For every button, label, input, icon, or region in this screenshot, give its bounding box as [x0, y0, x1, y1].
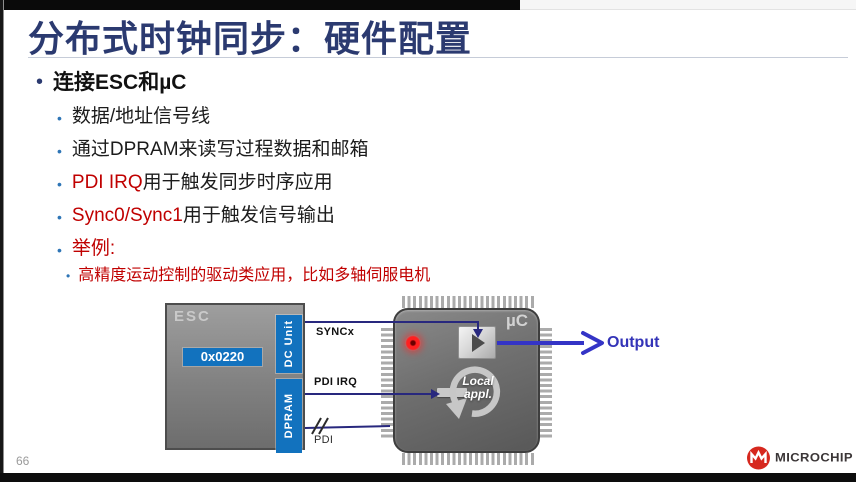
- microchip-logo-icon: [747, 446, 770, 470]
- uc-chip-label: µC: [506, 311, 529, 330]
- bullet-item: • 通过DPRAM来读写过程数据和邮箱: [57, 139, 369, 162]
- letterbox-top-bar: [0, 0, 520, 10]
- bullet-text: 数据/地址信号线: [71, 106, 211, 127]
- bus-width-slashes: [311, 417, 329, 435]
- bullet-marker: •: [57, 110, 62, 126]
- bullet-marker: •: [66, 269, 71, 283]
- frame-left-edge: [0, 0, 4, 482]
- syncx-signal-label: SYNCx: [316, 326, 355, 338]
- chip-pins-left: [381, 328, 393, 438]
- dpram-block: DPRAM: [276, 379, 302, 453]
- bullet-item: • Sync0/Sync1用于触发信号输出: [57, 205, 335, 228]
- play-triangle-icon: [472, 334, 485, 352]
- bullet-text: 用于触发同步时序应用: [142, 172, 333, 193]
- letterbox-top-light-strip: [520, 0, 856, 10]
- bullet-subitem-text: 高精度运动控制的驱动类应用，比如多轴伺服电机: [78, 267, 431, 284]
- dc-unit-block: DC Unit: [276, 315, 302, 373]
- letterbox-bottom-bar: [0, 473, 856, 482]
- bullet-item: • 举例:: [57, 238, 115, 261]
- bullet-marker: •: [57, 176, 62, 192]
- microchip-logo: Microchip: [745, 444, 853, 471]
- bullet-item: • 数据/地址信号线: [57, 106, 210, 129]
- bullet-text: 用于触发信号输出: [182, 205, 335, 226]
- pdi-signal-label: PDI: [314, 434, 334, 446]
- pdi-line: [304, 425, 391, 429]
- output-arrowhead-icon: [581, 331, 604, 355]
- laser-pointer-dot: [405, 335, 421, 351]
- chip-pins-top: [402, 296, 534, 308]
- pdi-irq-signal-label: PDI IRQ: [314, 376, 358, 388]
- chip-pins-bottom: [402, 453, 534, 465]
- bullet-highlight: PDI IRQ: [71, 172, 143, 193]
- loop-arrow-icon: [446, 366, 501, 419]
- interrupt-latch-icon: [458, 326, 496, 359]
- bullet-marker: •: [36, 71, 44, 93]
- slide-title: 分布式时钟同步：硬件配置: [28, 18, 473, 59]
- page-number: 66: [16, 454, 30, 468]
- bullet-highlight: 举例:: [71, 238, 116, 259]
- esc-block-label: ESC: [174, 308, 211, 325]
- bullet-highlight: Sync0/Sync1: [71, 205, 183, 226]
- bullet-text: 通过DPRAM来读写过程数据和邮箱: [71, 139, 369, 160]
- bullet-level1: • 连接ESC和µC: [36, 71, 186, 95]
- bullet-subitem: • 高精度运动控制的驱动类应用，比如多轴伺服电机: [66, 266, 430, 285]
- bullet-marker: •: [57, 242, 62, 258]
- dc-unit-label: DC Unit: [283, 320, 295, 368]
- bullet-marker: •: [57, 209, 62, 225]
- output-label: Output: [607, 334, 660, 351]
- register-box: 0x0220: [183, 348, 262, 366]
- bullet-level1-text: 连接ESC和µC: [53, 71, 187, 94]
- bullet-marker: •: [57, 143, 62, 159]
- bullet-item: • PDI IRQ用于触发同步时序应用: [57, 172, 333, 195]
- dpram-label: DPRAM: [283, 393, 295, 439]
- local-app-label: Local appl.: [462, 374, 494, 402]
- title-underline: [28, 57, 848, 58]
- chip-pins-right: [540, 328, 552, 438]
- microchip-logo-text: Microchip: [775, 450, 853, 465]
